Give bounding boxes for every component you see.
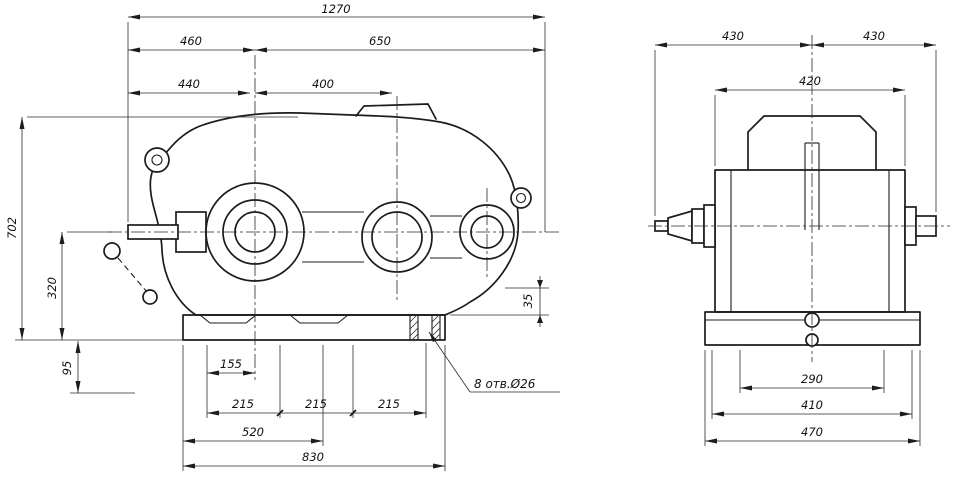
base — [182, 314, 446, 341]
dim-1270: 1270 — [128, 2, 545, 20]
dim-label-35: 35 — [521, 294, 535, 309]
dim-95: 95 — [60, 341, 81, 393]
dim-label-320: 320 — [45, 277, 59, 299]
dim-label-830: 830 — [302, 450, 324, 464]
housing-web-lines — [302, 211, 462, 263]
arrowhead — [537, 280, 543, 288]
lever-knob — [103, 242, 121, 260]
dim-label-520: 520 — [242, 425, 264, 439]
dim-label-430-left: 430 — [722, 29, 744, 43]
dim-440: 440 — [128, 77, 250, 96]
body-outline — [714, 169, 906, 313]
dim-830: 830 — [183, 450, 445, 469]
dim-460: 460 — [128, 34, 255, 53]
dim-702: 702 — [5, 117, 25, 340]
leader-line — [428, 331, 471, 393]
shared-extension-lines-front — [654, 50, 937, 446]
hatch-lines — [409, 314, 441, 341]
dim-label-1270: 1270 — [321, 2, 350, 16]
left-ear-hole — [151, 154, 163, 166]
dim-label-420: 420 — [799, 74, 821, 88]
dim-label-215-1: 215 — [232, 397, 254, 411]
dim-label-650: 650 — [369, 34, 391, 48]
lever-link — [117, 257, 148, 293]
dim-label-430-right: 430 — [863, 29, 885, 43]
tick-mark — [276, 409, 284, 417]
dim-label-290: 290 — [801, 372, 823, 386]
dim-430-left: 430 — [655, 29, 812, 48]
arrowhead — [537, 315, 543, 323]
holes-callout: 8 отв.Ø26 — [428, 331, 560, 393]
dim-430-right: 430 — [812, 29, 936, 48]
dim-650: 650 — [255, 34, 545, 53]
oil-lever — [103, 242, 158, 305]
base-notch-2 — [289, 314, 349, 324]
dim-label-215-2: 215 — [305, 397, 327, 411]
dim-215-row: 215 215 215 — [207, 397, 426, 417]
dim-35: 35 — [450, 276, 549, 327]
dim-label-400: 400 — [312, 77, 334, 91]
housing-outline — [149, 112, 520, 316]
front-view-dimensions: 430 430 420 290 410 470 — [654, 29, 937, 446]
dim-155: 155 — [207, 357, 255, 376]
dim-420: 420 — [715, 74, 905, 93]
dim-label-155: 155 — [220, 357, 242, 371]
tick-mark — [349, 409, 357, 417]
dim-290: 290 — [740, 372, 884, 391]
side-view-centerlines — [108, 55, 560, 380]
base-plate — [182, 314, 446, 341]
left-ear — [144, 147, 170, 173]
base-notch-1 — [199, 314, 257, 324]
side-view-dimensions: 1270 460 650 440 400 702 320 95 — [5, 2, 560, 471]
right-ear-hole — [515, 192, 527, 204]
dim-520: 520 — [183, 425, 323, 444]
shared-extension-lines — [15, 22, 546, 471]
arrowhead — [429, 332, 437, 342]
center-rib — [804, 142, 820, 230]
right-ear — [510, 187, 532, 209]
holes-note: 8 отв.Ø26 — [474, 377, 536, 391]
dim-label-460: 460 — [180, 34, 202, 48]
dim-label-95: 95 — [60, 361, 74, 376]
dim-400: 400 — [255, 77, 392, 96]
front-view — [648, 35, 950, 362]
bolt-hole-section — [409, 314, 441, 341]
front-base — [704, 311, 921, 347]
dim-label-410: 410 — [801, 398, 823, 412]
side-view — [103, 55, 560, 380]
dim-470: 470 — [705, 425, 920, 444]
dim-320: 320 — [45, 232, 65, 340]
dim-label-215-3: 215 — [378, 397, 400, 411]
dim-410: 410 — [712, 398, 912, 417]
lever-pivot — [142, 289, 158, 305]
dim-label-440: 440 — [178, 77, 200, 91]
dim-label-470: 470 — [801, 425, 823, 439]
top-pad — [355, 103, 437, 120]
dim-label-702: 702 — [5, 217, 19, 239]
